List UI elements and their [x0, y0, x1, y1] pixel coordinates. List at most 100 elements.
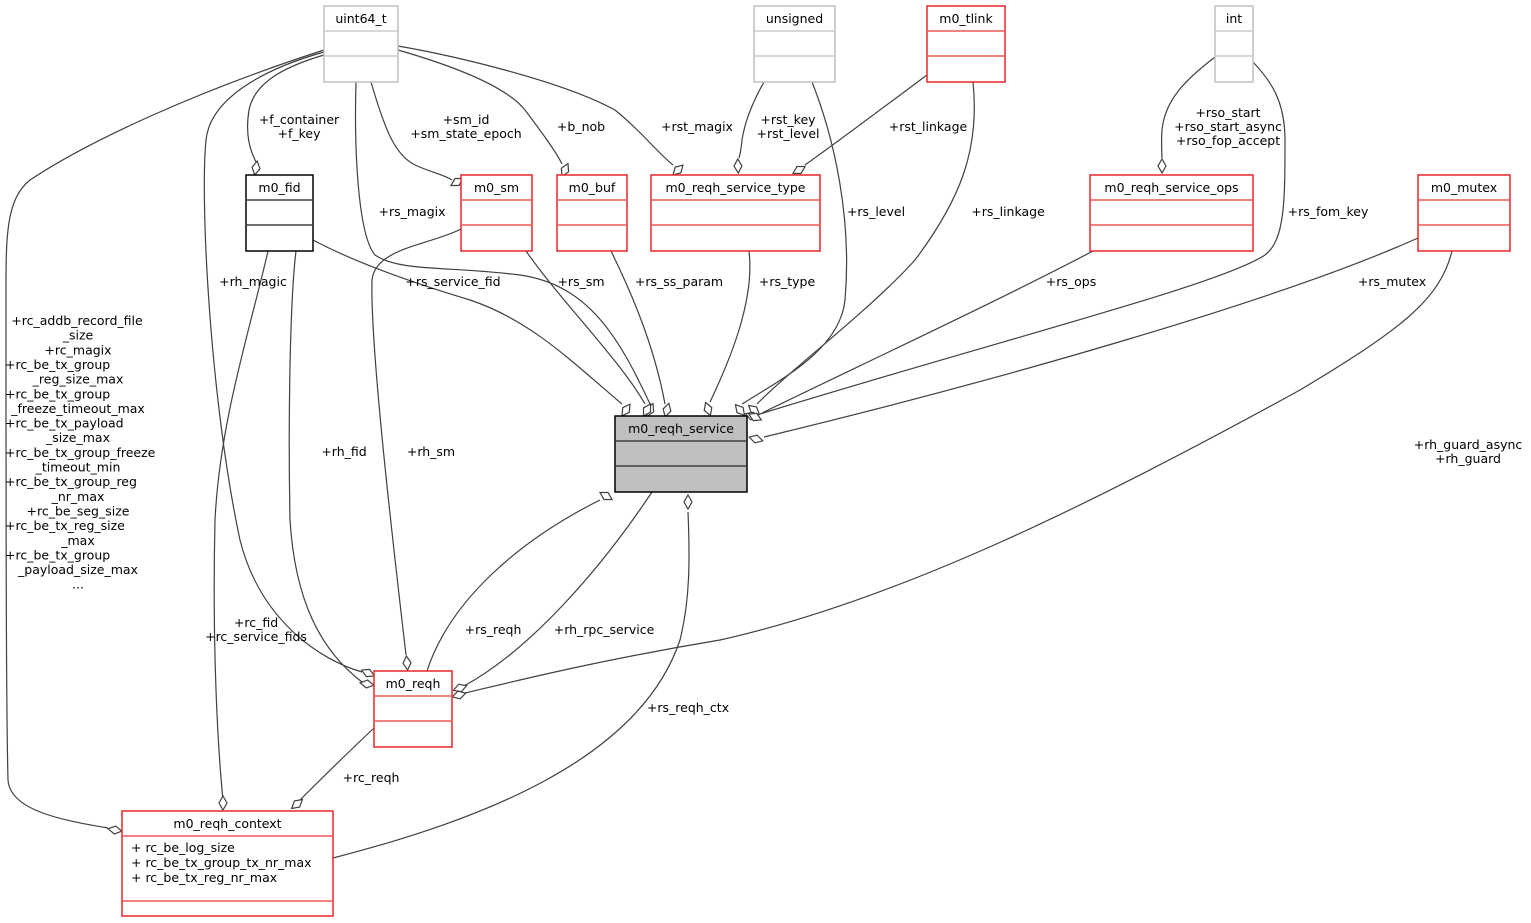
class-name: m0_reqh — [386, 676, 441, 691]
edge-label-text: _max — [60, 533, 94, 548]
edge-label: +rs_level — [847, 204, 905, 219]
edge-label-text: +rc_be_tx_group — [5, 357, 110, 372]
edge-label: +rso_start+rso_start_async+rso_fop_accep… — [1174, 105, 1282, 148]
edge-label-text: +b_nob — [557, 119, 605, 134]
edge-label-text: +rs_reqh — [465, 622, 522, 637]
class-node-m0-mutex[interactable]: m0_mutex — [1417, 174, 1511, 252]
class-box — [121, 810, 334, 917]
edge-label-text: +rs_mutex — [1358, 274, 1426, 289]
edge-m0-mutex-to-m0-reqh-service — [748, 237, 1419, 444]
class-name: uint64_t — [335, 11, 386, 26]
edge-path — [759, 61, 1286, 415]
edge-label: +rh_magic — [219, 274, 287, 289]
edge-path — [246, 54, 325, 163]
aggregation-diamond-icon — [748, 434, 764, 444]
class-node-m0-reqh-service-ops[interactable]: m0_reqh_service_ops — [1089, 174, 1254, 252]
edge-label-text: +sm_id — [443, 112, 490, 127]
edge-path — [397, 49, 563, 165]
class-node-m0-reqh-service[interactable]: m0_reqh_service — [614, 415, 748, 493]
edge-label-text: +sm_state_epoch — [410, 126, 521, 141]
class-name: m0_mutex — [1431, 180, 1497, 195]
aggregation-diamond-icon — [791, 165, 807, 175]
edge-label: +rs_service_fid — [405, 274, 500, 289]
class-name: int — [1226, 11, 1242, 26]
aggregation-diamond-icon — [451, 690, 467, 700]
class-node-m0-buf[interactable]: m0_buf — [556, 174, 628, 252]
edge-unsigned-to-m0-reqh-service — [734, 81, 848, 417]
class-member: + rc_be_tx_reg_nr_max — [131, 870, 277, 885]
edge-path — [741, 81, 848, 405]
edges-layer — [5, 45, 1453, 859]
class-name: m0_reqh_service_ops — [1104, 180, 1238, 195]
edge-unsigned-to-m0-reqh-service-type — [733, 81, 765, 175]
edge-label-text: _nr_max — [51, 489, 105, 504]
edge-label-text: _payload_size_max — [17, 562, 138, 577]
edge-label-text: +rc_be_tx_group — [5, 547, 110, 562]
class-node-uint64-t[interactable]: uint64_t — [323, 5, 399, 83]
edge-label-text: +rs_fom_key — [1288, 204, 1369, 219]
edge-label-text: ... — [72, 577, 84, 592]
edge-label: +rs_linkage — [971, 204, 1045, 219]
edge-m0-reqh-to-m0-reqh-service — [426, 491, 614, 672]
aggregation-diamond-icon — [218, 794, 228, 812]
class-box — [1214, 5, 1254, 83]
edge-label: +rs_type — [759, 274, 816, 289]
edge-label: +rh_guard_async+rh_guard — [1414, 437, 1523, 466]
edge-label-text: +f_container — [259, 112, 340, 127]
edge-path — [464, 250, 1453, 694]
class-node-m0-fid[interactable]: m0_fid — [245, 174, 314, 252]
edge-label-text: +rs_type — [759, 274, 816, 289]
edge-label-text: +rc_be_tx_group_reg — [5, 474, 137, 489]
edge-label-text: +rs_ss_param — [635, 274, 723, 289]
class-box — [1417, 174, 1511, 252]
class-name: m0_fid — [258, 180, 300, 195]
aggregation-diamond-icon — [621, 403, 631, 417]
edge-label: +b_nob — [557, 119, 605, 134]
edge-m0-reqh-context-to-m0-reqh-service — [332, 493, 693, 859]
class-box — [753, 5, 836, 83]
class-node-m0-reqh[interactable]: m0_reqh — [373, 670, 453, 748]
class-box — [245, 174, 314, 252]
edge-label-text: +rs_level — [847, 204, 905, 219]
aggregation-diamond-icon — [402, 654, 412, 672]
edge-label-text: +rso_fop_accept — [1176, 133, 1280, 148]
class-node-m0-reqh-service-type[interactable]: m0_reqh_service_type — [650, 174, 821, 252]
class-node-m0-reqh-context[interactable]: m0_reqh_context+ rc_be_log_size+ rc_be_t… — [121, 810, 334, 917]
edge-label-text: +rh_rpc_service — [554, 622, 655, 637]
edge-label-text: +rs_linkage — [971, 204, 1045, 219]
aggregation-diamond-icon — [672, 164, 684, 176]
class-name: m0_reqh_service — [628, 421, 734, 436]
aggregation-diamond-icon — [642, 402, 652, 418]
aggregation-diamond-icon — [683, 493, 693, 511]
edge-m0-fid-to-m0-reqh-context — [213, 250, 269, 812]
edge-label: +rc_reqh — [343, 770, 400, 785]
class-name: m0_sm — [474, 180, 519, 195]
class-name: m0_tlink — [939, 11, 993, 26]
class-node-unsigned[interactable]: unsigned — [753, 5, 836, 83]
class-node-m0-sm[interactable]: m0_sm — [460, 174, 533, 252]
edge-m0-reqh-service-to-m0-reqh — [452, 491, 653, 693]
edge-label-text: _size_max — [45, 430, 110, 445]
edge-label: +rs_magix — [378, 204, 445, 219]
edge-label-text: +rc_addb_record_file — [11, 313, 143, 328]
edge-label-text: +rst_magix — [661, 119, 733, 134]
edge-m0-sm-to-m0-reqh — [371, 228, 462, 672]
class-box — [650, 174, 821, 252]
edge-uint64-t-to-m0-reqh-service-type — [397, 45, 684, 176]
class-box — [1089, 174, 1254, 252]
edge-path — [463, 491, 653, 687]
edge-m0-reqh-service-type-to-m0-reqh-service — [703, 250, 751, 417]
edge-label: +rh_fid — [321, 444, 366, 459]
edge-label: +sm_id+sm_state_epoch — [410, 112, 521, 141]
class-node-int[interactable]: int — [1214, 5, 1254, 83]
edge-label-text: +rst_linkage — [889, 119, 968, 134]
edge-m0-sm-to-m0-reqh-service — [525, 250, 652, 418]
class-node-m0-tlink[interactable]: m0_tlink — [926, 5, 1006, 83]
aggregation-diamond-icon — [290, 798, 304, 810]
edge-label-text: +rh_guard_async — [1414, 437, 1523, 452]
edge-label-text: +rs_magix — [378, 204, 445, 219]
class-name: m0_buf — [569, 180, 616, 195]
edge-label-text: _timeout_min — [35, 460, 121, 475]
class-box — [556, 174, 628, 252]
edge-path — [213, 250, 269, 801]
